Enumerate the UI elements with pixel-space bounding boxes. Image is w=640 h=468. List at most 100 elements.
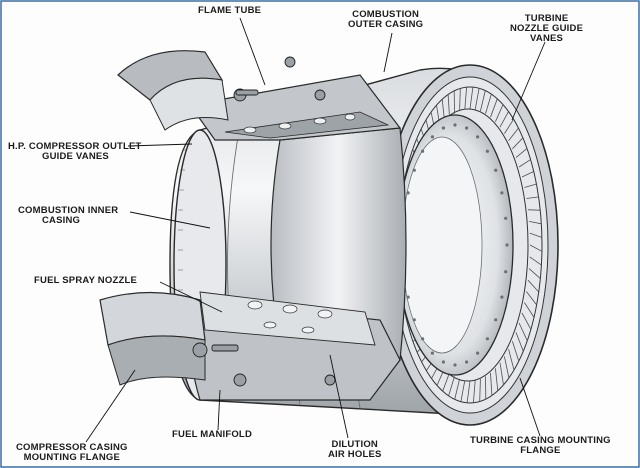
guide-vane-blade: [512, 341, 520, 362]
label-tngv-line-2: NOZZLE GUIDE: [510, 23, 584, 34]
leader-lines: [85, 17, 546, 443]
guide-vane-blade: [469, 87, 474, 110]
bore-bolt: [504, 216, 508, 220]
bore-bolt: [412, 318, 416, 322]
guide-vane-blade: [524, 302, 535, 318]
bore-bolt: [441, 126, 445, 130]
bore-bolt: [505, 243, 509, 247]
bore-bolt: [476, 135, 480, 139]
label-tcmf-line-1: TURBINE CASING MOUNTING: [470, 435, 611, 446]
label-turbine-nozzle-guide-vanes: TURBINE NOZZLE GUIDE VANES: [510, 14, 583, 44]
label-cic-line-1: COMBUSTION INNER: [18, 205, 119, 216]
label-flame-tube: FLAME TUBE: [198, 6, 261, 16]
guide-vane-blade: [526, 196, 539, 199]
label-dilution-air-holes: DILUTION AIR HOLES: [328, 440, 382, 460]
bore-bolt: [421, 149, 425, 153]
guide-vane-blade: [526, 291, 537, 306]
label-hpc-line-1: H.P. COMPRESSOR OUTLET: [8, 141, 142, 152]
guide-vane-blade: [529, 256, 542, 266]
guide-vane-blade: [529, 232, 543, 238]
label-combustion-outer-casing: COMBUSTION OUTER CASING: [348, 10, 423, 30]
label-combustion-outer-casing-line-2: OUTER CASING: [348, 19, 424, 30]
guide-vane-blade: [459, 88, 461, 112]
guide-vane-blade: [512, 137, 524, 150]
label-cic-line-2: CASING: [42, 215, 81, 226]
label-combustion-inner-casing: COMBUSTION INNER CASING: [18, 206, 118, 226]
label-ccmf-line-2: MOUNTING FLANGE: [23, 452, 121, 463]
guide-vane-blade: [479, 378, 481, 402]
bore-bolt: [453, 363, 457, 367]
guide-vane-blade: [504, 356, 510, 378]
label-compressor-casing-mounting-flange: COMPRESSOR CASING MOUNTING FLANGE: [16, 443, 128, 463]
bore-bolt: [430, 135, 434, 139]
bore-bolt: [430, 351, 434, 355]
bore-bolt: [406, 295, 410, 299]
label-dah-line-2: AIR HOLES: [328, 449, 382, 460]
bore-bolt: [441, 360, 445, 364]
bore-bolt: [412, 168, 416, 172]
label-turbine-casing-mounting-flange: TURBINE CASING MOUNTING FLANGE: [470, 436, 611, 456]
guide-vane-blade: [485, 93, 492, 114]
dilution-air-holes-drawn: [247, 300, 333, 334]
guide-vane-blade: [480, 90, 486, 112]
guide-vane-blade: [442, 372, 450, 392]
guide-vane-blade: [464, 87, 467, 110]
guide-vane-blade: [515, 332, 524, 352]
guide-vane-blade: [460, 380, 466, 402]
guide-vane-blade: [448, 376, 455, 397]
guide-vane-blade: [518, 159, 531, 168]
guide-vane-blade: [447, 94, 450, 118]
bore-bolt: [406, 191, 410, 195]
label-tngv-line-3: VANES: [530, 33, 564, 44]
bore-bolt: [494, 168, 498, 172]
guide-vane-blade: [499, 111, 509, 128]
guide-vane-blade: [508, 127, 519, 142]
top-dilution-holes: [243, 113, 356, 134]
label-fuel-manifold: FUEL MANIFOLD: [172, 430, 252, 440]
guide-vane-blade: [529, 244, 543, 252]
guide-vane-blade: [499, 362, 504, 385]
guide-vane-blade: [521, 171, 534, 178]
label-flame-tube-line-1: FLAME TUBE: [198, 5, 262, 16]
label-ccmf-line-1: COMPRESSOR CASING: [16, 442, 128, 453]
guide-vane-blade: [474, 88, 480, 110]
guide-vane-blade: [528, 268, 541, 279]
guide-vane-blade: [524, 183, 537, 188]
guide-vane-blade: [527, 279, 539, 293]
bore-bolt: [421, 337, 425, 341]
label-fuel-spray-nozzle: FUEL SPRAY NOZZLE: [34, 276, 137, 286]
guide-vane-blade: [473, 380, 476, 403]
bore-bolt: [476, 351, 480, 355]
label-fm-line-1: FUEL MANIFOLD: [172, 429, 253, 440]
bore-bolt: [485, 337, 489, 341]
bore-bolt: [465, 126, 469, 130]
guide-vane-blade: [521, 312, 532, 330]
bore-bolt: [494, 318, 498, 322]
guide-vane-blade: [518, 322, 528, 341]
guide-vane-blade: [515, 148, 528, 158]
bore-bolt: [465, 360, 469, 364]
guide-vane-blade: [490, 98, 498, 118]
label-fsn-line-1: FUEL SPRAY NOZZLE: [34, 275, 137, 286]
bore-bolt: [485, 149, 489, 153]
bore-bolt: [453, 123, 457, 127]
guide-vane-blade: [490, 372, 493, 396]
guide-vane-blade: [504, 119, 514, 134]
bore-bolt: [500, 295, 504, 299]
label-tcmf-line-2: FLANGE: [520, 445, 561, 456]
label-hp-compressor-outlet-guide-vanes: H.P. COMPRESSOR OUTLET GUIDE VANES: [8, 142, 142, 162]
label-tngv-line-1: TURBINE: [524, 13, 569, 24]
guide-vane-blade: [508, 349, 515, 371]
bore-bolt: [500, 191, 504, 195]
label-combustion-outer-casing-line-1: COMBUSTION: [352, 9, 420, 20]
guide-vane-blade: [454, 378, 460, 400]
guide-vane-blade: [495, 368, 499, 391]
guide-vane-blade: [529, 221, 542, 225]
bore-bolt: [504, 270, 508, 274]
guide-vane-blade: [466, 380, 471, 403]
guide-vane-blade: [495, 104, 504, 122]
label-dah-line-1: DILUTION: [331, 439, 378, 450]
